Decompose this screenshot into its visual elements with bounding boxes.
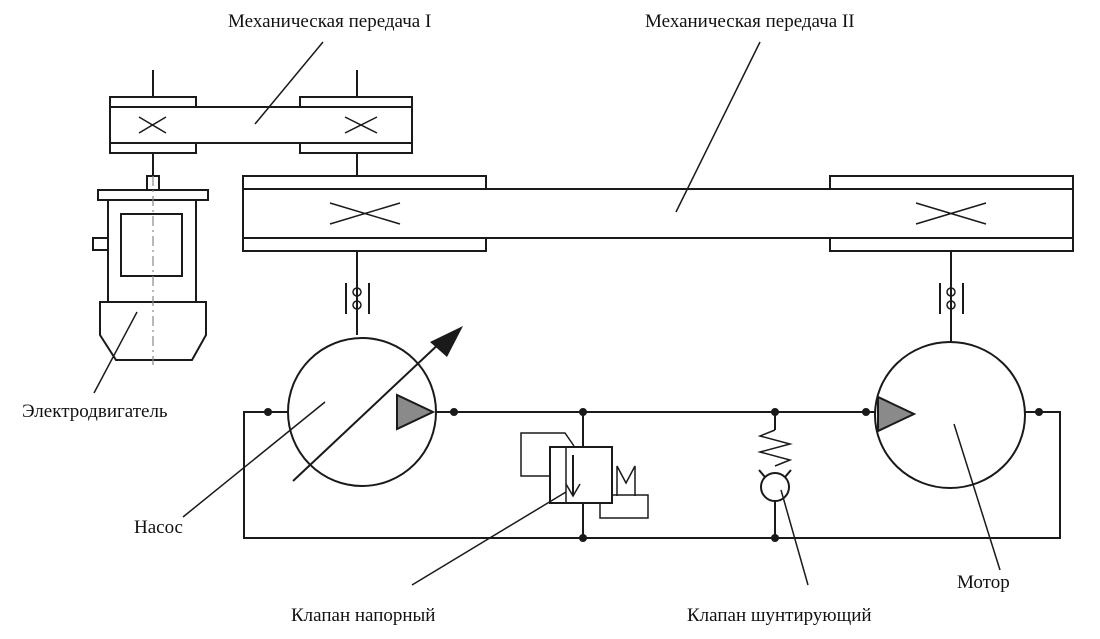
label-pump: Насос: [134, 517, 183, 538]
motor-shaft: [939, 251, 964, 345]
mechanical-transmission-2: [242, 153, 1074, 252]
pump-flow-triangle-icon: [396, 393, 436, 431]
hydraulic-circuit: [243, 408, 1061, 542]
label-mechanical-transmission-1: Механическая передача I: [228, 11, 431, 32]
check-valve-spring-icon: [757, 429, 793, 467]
pump-symbol: [287, 326, 463, 487]
gear1-left-cross-icon: [138, 116, 167, 134]
gear2-left-cross-icon: [329, 202, 401, 225]
gear1-belt: [109, 106, 413, 144]
label-pressure-valve: Клапан напорный: [291, 605, 435, 626]
electric-motor: [92, 153, 209, 365]
mechanical-transmission-1: [109, 70, 413, 154]
label-bypass-valve: Клапан шунтирующий: [687, 605, 872, 626]
pump-shaft: [345, 251, 370, 335]
label-motor: Мотор: [957, 572, 1010, 593]
pump-variable-arrow-icon: [430, 326, 463, 357]
pressure-valve-symbol: [520, 432, 649, 519]
label-electric-motor: Электродвигатель: [22, 401, 168, 422]
motor-flow-triangle-icon: [877, 395, 917, 433]
valve-spring-icon: [616, 465, 636, 496]
leader-lines: [93, 41, 1001, 586]
gear2-belt: [242, 188, 1074, 239]
label-mechanical-transmission-2: Механическая передача II: [645, 11, 855, 32]
gear2-right-cross-icon: [915, 202, 987, 225]
gear1-right-cross-icon: [344, 116, 378, 134]
bypass-valve-symbol: [757, 429, 793, 505]
hydraulic-motor-symbol: [874, 341, 1026, 489]
